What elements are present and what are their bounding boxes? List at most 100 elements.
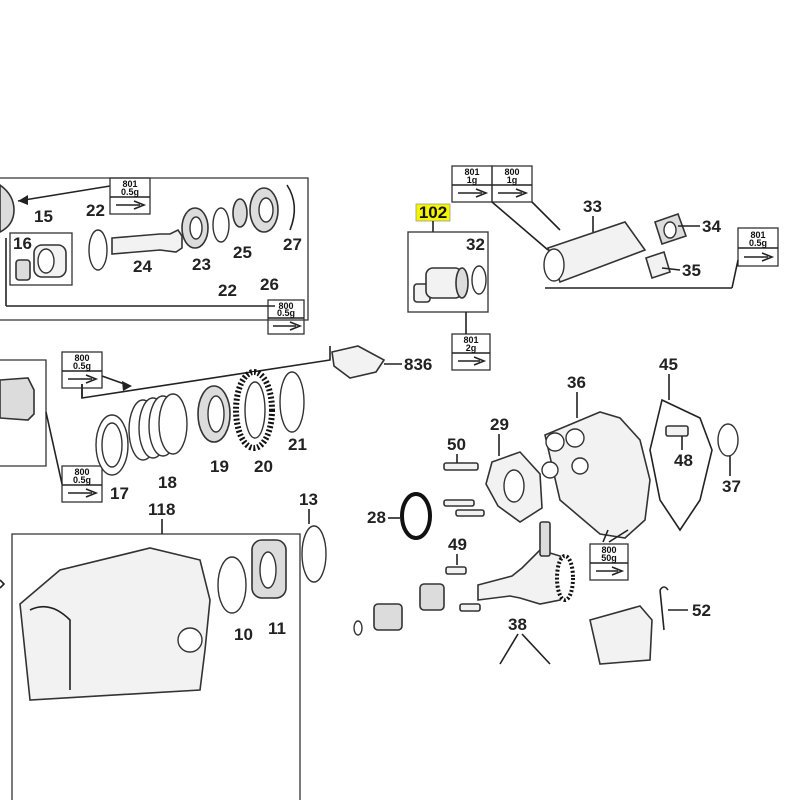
assembly-group-118: 118 10 11 13	[0, 490, 327, 800]
part-48	[665, 425, 689, 437]
svg-text:2g: 2g	[466, 343, 477, 353]
callout-11: 11	[268, 619, 286, 638]
callout-10: 10	[234, 625, 253, 644]
part-38-gear	[555, 554, 575, 602]
grease-badge-800: 800 0.5g	[267, 299, 305, 335]
callout-52: 52	[692, 601, 711, 620]
callout-45: 45	[659, 355, 678, 374]
part-partial-left	[0, 184, 15, 233]
svg-text:0.5g: 0.5g	[121, 187, 139, 197]
part-lower-bracket	[589, 605, 653, 665]
part-36	[544, 411, 651, 539]
callout-27: 27	[283, 235, 302, 254]
part-28	[400, 492, 432, 540]
box-118	[11, 533, 301, 800]
svg-text:800: 800	[74, 467, 89, 477]
svg-text:800: 800	[504, 167, 519, 177]
part-27	[286, 184, 296, 231]
svg-text:0.5g: 0.5g	[277, 308, 295, 318]
svg-text:801: 801	[750, 230, 765, 240]
callout-22-b: 22	[218, 281, 237, 300]
part-35	[645, 250, 671, 280]
svg-text:0.5g: 0.5g	[749, 238, 767, 248]
sub-box-15-16	[9, 232, 73, 286]
callout-16: 16	[13, 234, 32, 253]
svg-text:0.5g: 0.5g	[73, 361, 91, 371]
grease-badge-801: 801 0.5g	[109, 177, 151, 215]
callout-36: 36	[567, 373, 586, 392]
part-22-a	[88, 229, 108, 271]
callout-25: 25	[233, 243, 252, 262]
part-21	[279, 371, 305, 433]
part-partial-left-box	[0, 359, 63, 485]
svg-text:801: 801	[464, 167, 479, 177]
callout-49: 49	[448, 535, 467, 554]
svg-text:800: 800	[74, 353, 89, 363]
part-16	[15, 259, 31, 281]
callout-23: 23	[192, 255, 211, 274]
part-25	[232, 198, 248, 228]
callout-18: 18	[158, 473, 177, 492]
part-118	[19, 547, 211, 701]
part-24	[111, 228, 183, 255]
svg-text:1g: 1g	[467, 175, 478, 185]
grease-badge-800-50g: 800 50g	[589, 543, 629, 581]
grease-badge-801-right: 801 0.5g	[737, 227, 779, 267]
callout-37: 37	[722, 477, 741, 496]
part-50	[443, 462, 479, 471]
callout-102: 102	[419, 203, 447, 222]
group-outline	[0, 177, 309, 321]
grease-badge-801-2g: 801 2g	[451, 333, 491, 371]
callout-21: 21	[288, 435, 307, 454]
svg-text:800: 800	[278, 301, 293, 311]
callout-13: 13	[299, 490, 318, 509]
svg-text:0.5g: 0.5g	[73, 475, 91, 485]
callout-33: 33	[583, 197, 602, 216]
callout-34: 34	[702, 217, 721, 236]
grease-badge-800-1g: 800 1g	[491, 165, 533, 203]
svg-text:50g: 50g	[601, 553, 617, 563]
part-10	[217, 556, 247, 614]
part-13	[301, 525, 327, 583]
part-needle-bearing-b	[419, 583, 445, 611]
part-32	[471, 265, 487, 295]
assembly-group-28-38: 50 29 28 49 38 52	[353, 415, 711, 665]
assembly-group-17-21: 836 17 18 19 20 21	[81, 345, 432, 503]
grease-badge-801-1g: 801 1g	[451, 165, 493, 203]
callout-38: 38	[508, 615, 527, 634]
callout-15: 15	[34, 207, 53, 226]
part-18	[128, 393, 188, 461]
part-45	[649, 398, 713, 532]
assembly-group-33-35: 33 34 35	[491, 197, 739, 289]
svg-text:801: 801	[463, 335, 478, 345]
callout-24: 24	[133, 257, 152, 276]
assembly-group-102: 102 32	[407, 203, 489, 334]
svg-text:801: 801	[122, 179, 137, 189]
box-102	[407, 231, 489, 313]
callout-19: 19	[210, 457, 229, 476]
callout-32: 32	[466, 235, 485, 254]
callout-17: 17	[110, 484, 129, 503]
callout-28: 28	[367, 508, 386, 527]
callout-22-a: 22	[86, 201, 105, 220]
svg-text:800: 800	[601, 545, 616, 555]
part-836	[331, 345, 386, 379]
callout-118: 118	[148, 500, 175, 519]
assembly-group-36-48: 36 45 48 37	[541, 355, 741, 543]
part-37	[717, 423, 739, 457]
callout-29: 29	[490, 415, 509, 434]
callout-35: 35	[682, 261, 701, 280]
part-needle-bearing-a	[373, 603, 403, 631]
grease-badge-800-low: 800 0.5g	[61, 465, 103, 503]
callout-50: 50	[447, 435, 466, 454]
part-22-b	[212, 207, 230, 243]
svg-text:1g: 1g	[507, 175, 518, 185]
assembly-group-15-27: 15 16 22 24 23 22 25 26 27	[0, 177, 309, 321]
part-52	[659, 586, 669, 631]
callout-20: 20	[254, 457, 273, 476]
callout-26: 26	[260, 275, 279, 294]
part-49	[445, 566, 467, 575]
grease-badge-800-mid: 800 0.5g	[61, 351, 103, 389]
callout-48: 48	[674, 451, 693, 470]
